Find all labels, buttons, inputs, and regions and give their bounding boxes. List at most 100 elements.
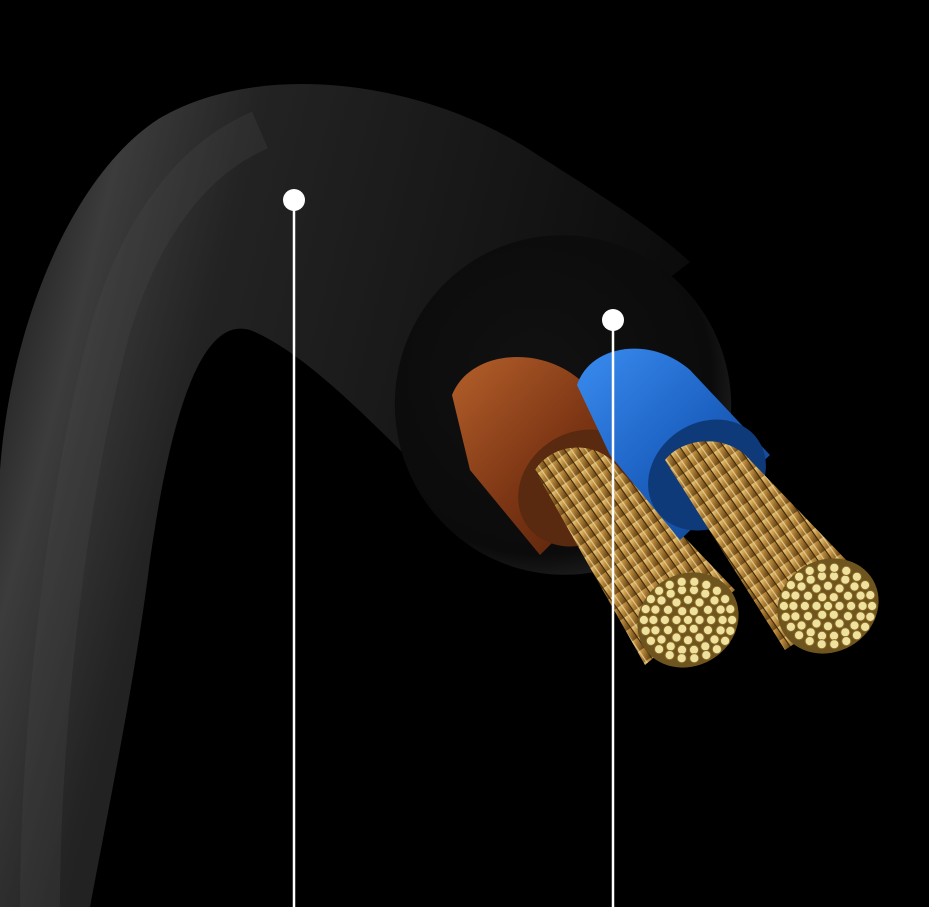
blue-conductor [577,348,879,654]
copper-strand-tip [676,576,687,587]
copper-strand-tip [694,597,705,608]
copper-strand-tip [829,639,840,650]
copper-strand-tip [785,580,797,591]
copper-strand-tip [725,625,736,637]
copper-strand-tip [640,625,651,637]
copper-strand-tip [834,618,845,629]
copper-strand-tip [817,592,828,603]
copper-strand-tip [688,623,699,634]
copper-strand-tip [689,653,700,664]
copper-strand-tip [711,585,723,596]
copper-strand-tip [804,565,815,577]
copper-strand-tip [671,632,682,643]
copper-strand-tip [842,590,854,602]
copper-strand-tip [720,594,731,605]
copper-strand-tip [805,574,816,585]
copper-strand-tip [865,611,876,623]
copper-strand-tip [640,604,651,615]
copper-strand-tip [816,562,827,573]
copper-strand-tip [676,653,687,664]
copper-strand-tip [790,611,801,622]
copper-strand-tip [790,590,801,601]
copper-strand-tip [811,583,822,594]
copper-strand-tip [689,576,700,587]
copper-strand-tip [804,636,815,647]
copper-strand-tip [677,606,688,617]
copper-strand-tip [849,620,860,631]
copper-strand-tip [794,630,805,641]
copper-strand-tip [645,594,657,605]
copper-strand-tip [645,635,657,647]
copper-strand-tip [834,600,845,612]
copper-strand-tip [780,590,791,601]
copper-strand-tip [700,588,711,599]
copper-strand-tip [855,611,866,622]
copper-strand-tip [650,625,661,636]
copper-strand-tip [828,592,839,603]
copper-strand-tip [701,650,712,661]
copper-strand-tip [802,590,814,602]
copper-strand-tip [664,650,675,661]
copper-strand-tip [720,635,731,647]
copper-strand-tip [778,600,790,612]
callout-dot-icon [602,309,624,331]
copper-strand-tip [694,614,705,626]
copper-strand-tip [650,604,661,615]
copper-strand-tip [659,614,671,626]
copper-strand-tip [677,623,688,634]
copper-strand-tip [817,609,828,620]
copper-strand-tip [802,611,814,622]
callout-jacket [283,189,305,907]
copper-strand-tip [822,580,834,591]
callout-conductor [602,309,624,907]
copper-strand-tip [828,609,839,620]
copper-strand-tip [709,634,720,645]
copper-strand-tip [822,621,834,632]
copper-strand-tip [851,630,863,641]
copper-strand-tip [840,574,851,585]
copper-strand-tip [665,641,676,652]
copper-strand-tip [682,594,694,605]
copper-strand-tip [785,621,797,633]
copper-strand-tip [846,600,857,612]
callout-dot-icon [283,189,305,211]
copper-strand-tip [662,625,674,636]
copper-strand-tip [857,600,868,612]
copper-strand-tip [860,580,871,591]
copper-strand-tip [656,595,667,606]
copper-strand-tip [849,581,860,592]
copper-strand-tip [841,636,852,647]
copper-strand-tip [654,585,665,596]
copper-strand-tip [727,614,738,626]
copper-strand-tip [715,625,726,636]
copper-strand-tip [688,606,699,617]
jacket-highlight [20,111,269,907]
copper-strand-tip [654,644,665,655]
copper-strand-tip [822,600,834,612]
copper-strand-tip [662,604,674,616]
copper-strand-tip [702,625,714,636]
copper-strand-tip [694,632,705,643]
copper-strand-tip [665,588,676,599]
copper-strand-tip [788,600,799,612]
copper-strand-tip [711,644,723,655]
copper-strand-tip [706,614,717,626]
copper-strand-tip [638,614,650,626]
copper-strand-tip [841,565,852,577]
copper-strand-tip [682,635,694,646]
copper-strand-tip [656,634,667,645]
copper-strand-tip [860,621,871,633]
copper-strand-tip [834,583,845,594]
copper-strand-tip [701,579,712,591]
copper-strand-tip [780,611,791,623]
copper-strand-tip [702,604,714,616]
copper-strand-tip [799,600,811,612]
copper-strand-tip [648,614,659,626]
copper-strand-tip [796,620,807,631]
copper-strand-tip [682,614,694,626]
copper-strand-tip [811,618,822,629]
copper-strand-tip [700,641,711,652]
copper-strand-tip [855,590,866,601]
